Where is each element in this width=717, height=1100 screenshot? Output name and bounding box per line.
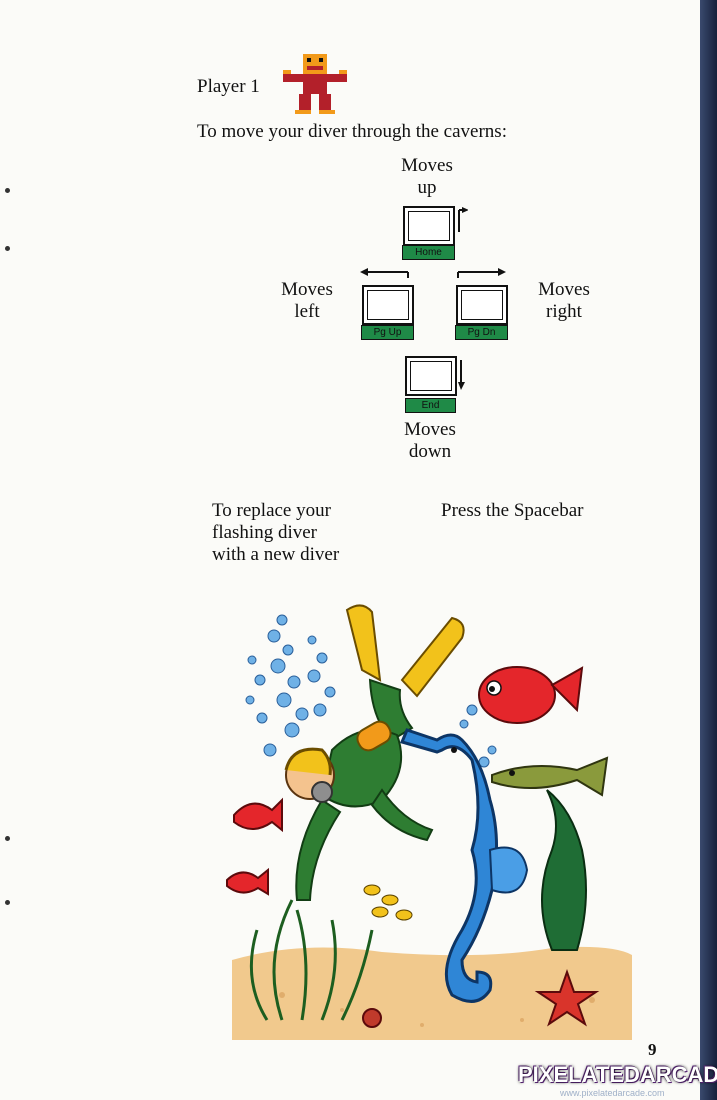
page-number: 9: [648, 1040, 657, 1059]
moves-left-line-2: left: [294, 301, 320, 322]
moves-right-line-1: Moves: [538, 279, 590, 300]
moves-up-label: Moves up: [385, 155, 469, 199]
right-arrow-icon: [457, 268, 506, 278]
press-spacebar-text: Press the Spacebar: [441, 500, 584, 521]
player-sprite-icon: [283, 54, 347, 114]
snail-icon: [362, 1008, 382, 1028]
up-arrow-icon: [458, 207, 468, 232]
left-arrow-icon: [360, 268, 409, 278]
underwater-illustration: [226, 604, 632, 1040]
seahorse-fin: [488, 846, 529, 894]
binder-hole: [5, 836, 10, 841]
diver-helmet: [284, 747, 332, 776]
moves-down-line-2: down: [408, 441, 452, 462]
diver-fin-left: [345, 604, 382, 682]
moves-left-line-1: Moves: [281, 279, 333, 300]
binding-spine: [700, 0, 717, 1100]
home-key-icon: [403, 206, 455, 246]
pgdn-key-icon: [456, 285, 508, 325]
moves-up-line-1: Moves: [401, 155, 453, 176]
replace-diver-text: To replace your flashing diver with a ne…: [212, 500, 339, 566]
player-label: Player 1: [197, 76, 260, 97]
moves-right-label: Moves right: [528, 279, 600, 323]
instructions-intro: To move your diver through the caverns:: [197, 121, 507, 142]
binder-hole: [5, 246, 10, 251]
moves-left-label: Moves left: [272, 279, 342, 323]
diver-arm-left: [295, 798, 342, 901]
moves-down-label: Moves down: [388, 419, 472, 463]
red-fish-small-2: [226, 867, 269, 896]
small-yellow-fish-school: [363, 884, 413, 921]
manual-page: Player 1 To move your diver through the …: [0, 0, 700, 1100]
dark-seaweed: [541, 789, 587, 951]
red-fish-small-1: [233, 797, 283, 833]
bleed-through-heading: [118, 58, 125, 88]
sandy-seabed: [232, 946, 632, 1040]
pgdn-key-label: Pg Dn: [455, 325, 508, 340]
watermark-url: www.pixelatedarcade.com: [560, 1088, 665, 1098]
diver-fin-right: [400, 616, 465, 698]
moves-up-line-2: up: [417, 177, 437, 198]
red-fish-large: [478, 666, 556, 724]
pgup-key-label: Pg Up: [361, 325, 414, 340]
bubbles-icon: [245, 614, 497, 790]
down-arrow-icon: [458, 360, 465, 390]
watermark-brand-logo: PIXELATEDARCADE: [518, 1062, 717, 1087]
green-fish: [491, 756, 609, 797]
starfish-icon: [534, 968, 600, 1027]
replace-line-3: with a new diver: [212, 544, 340, 565]
moves-down-line-1: Moves: [404, 419, 456, 440]
moves-right-line-2: right: [546, 301, 582, 322]
seahorse: [399, 728, 498, 1003]
replace-line-1: To replace your: [212, 500, 331, 521]
diver-mask: [311, 781, 333, 803]
air-tank: [356, 720, 392, 752]
replace-line-2: flashing diver: [212, 522, 318, 543]
pgup-key-icon: [362, 285, 414, 325]
diver-legs: [368, 678, 414, 742]
binder-hole: [5, 188, 10, 193]
home-key-label: Home: [402, 245, 455, 260]
diver-arm-right: [370, 788, 434, 842]
end-key-label: End: [405, 398, 456, 413]
green-seaweed: [249, 899, 374, 1021]
end-key-icon: [405, 356, 457, 396]
binder-hole: [5, 900, 10, 905]
